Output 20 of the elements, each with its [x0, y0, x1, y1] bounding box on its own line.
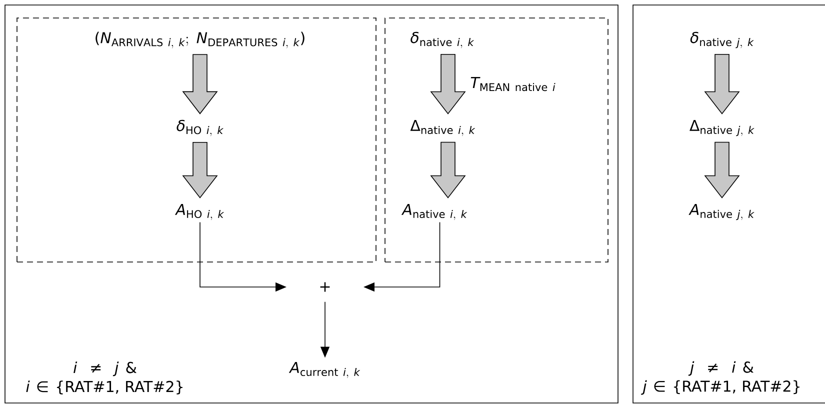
block-arrow — [704, 54, 740, 114]
formula-label: $\mbox{Δ}_{\mathrm{native}\ \mathit{j},\ \mathit{k}}$ — [690, 120, 754, 136]
formula-label: $\mathit{A}_{\mathrm{native}\ \mathit{i},\ \mathit{k}}$ — [401, 204, 468, 220]
formula-label: $\mbox{\itshape δ}_{\mathrm{native}\ \mathit{i},\ \mathit{k}}$ — [410, 32, 474, 48]
block-arrow — [182, 54, 218, 114]
formula-label: $\mbox{Δ}_{\mathrm{native}\ \mathit{i},\ \mathit{k}}$ — [410, 120, 476, 136]
formula-label: $\mathit{A}_{\mathrm{native}\ \mathit{j},\ \mathit{k}}$ — [688, 204, 754, 220]
formula-label: $\mathit{A}_{\mathrm{current}\ \mathit{i},\ \mathit{k}}$ — [288, 362, 360, 378]
block-arrow — [430, 54, 466, 114]
block-arrow — [704, 142, 740, 198]
formula-label: $\mbox{(}\mathit{N}_{\mathrm{ARRIVALS}\ \mathit{i},\ \mathit{k}};\ \mathit{N}_{\mathrm{DEPARTURES}\ \mathit{i},\ \mathit{k}}\mbox{)}$ — [96, 32, 304, 48]
block-arrow — [430, 142, 466, 198]
formula-label: $\mbox{\itshape δ}_{\mathrm{HO}\ \mathit{i},\ \mathit{k}}$ — [176, 120, 224, 136]
formula-label: + — [320, 282, 330, 292]
dashed-box — [16, 18, 376, 262]
formula-label: $\mathit{A}_{\mathrm{HO}\ \mathit{i},\ \mathit{k}}$ — [174, 204, 224, 220]
formula-label: $\mbox{\itshape δ}_{\mathrm{native}\ \mathit{j},\ \mathit{k}}$ — [690, 32, 754, 48]
block-arrow — [182, 142, 218, 198]
edge-label: $\mathit{T}_{\mathrm{MEAN\ native}\ \mathit{i}}$ — [470, 77, 556, 92]
dashed-box — [384, 18, 608, 262]
